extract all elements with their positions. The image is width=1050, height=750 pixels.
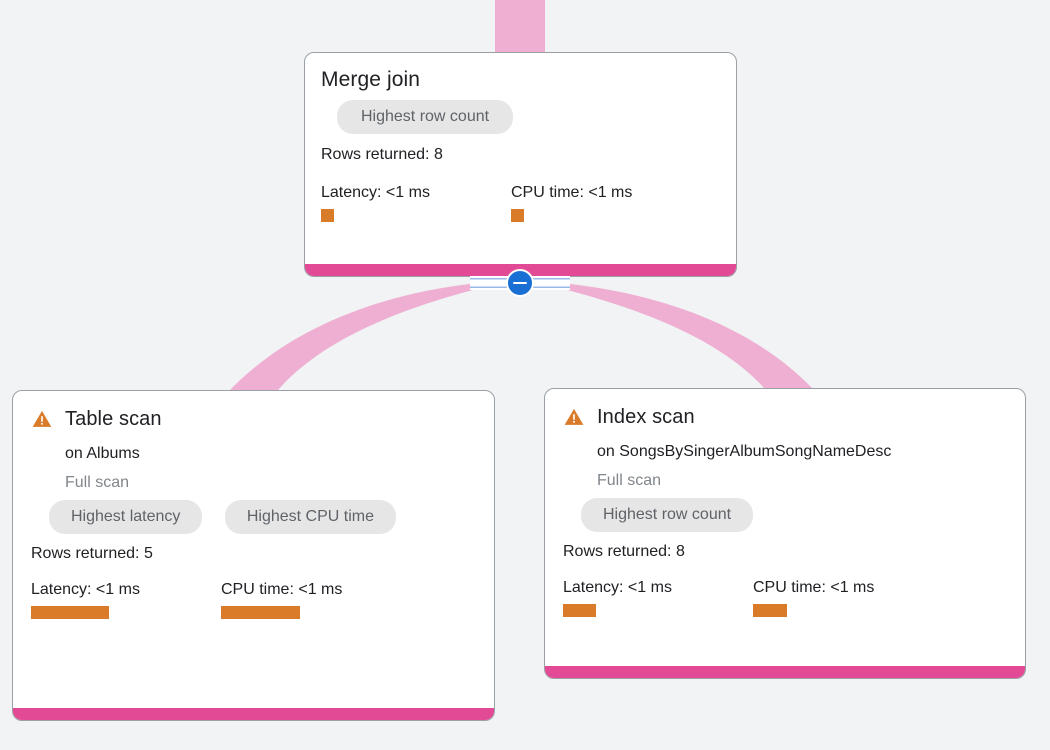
latency-bar — [321, 209, 334, 222]
cpu-label: CPU time: <1 ms — [511, 184, 633, 201]
cpu-bar — [221, 606, 300, 619]
node-title: Table scan — [65, 408, 162, 430]
badge-highest-cpu-time: Highest CPU time — [224, 500, 396, 534]
cpu-metric: CPU time: <1 ms — [511, 182, 632, 222]
latency-metric: Latency: <1 ms — [563, 577, 753, 617]
cpu-metric: CPU time: <1 ms — [753, 577, 874, 617]
connector-rail-left — [470, 276, 512, 290]
latency-label: Latency: <1 ms — [321, 184, 430, 201]
node-title: Index scan — [597, 406, 695, 428]
latency-label: Latency: <1 ms — [31, 581, 140, 598]
edge-parent-to-merge — [495, 0, 545, 52]
edge-merge-to-index-scan — [543, 284, 812, 388]
node-accent-bar — [13, 708, 494, 720]
rows-returned: Rows returned: 8 — [563, 543, 685, 560]
cpu-label: CPU time: <1 ms — [221, 581, 343, 598]
connector-rail-right — [528, 276, 570, 290]
node-header: Table scan on Albums Full scan — [31, 408, 494, 493]
plan-node-index-scan[interactable]: Index scan on SongsBySingerAlbumSongName… — [544, 388, 1026, 679]
node-header: Merge join — [321, 69, 736, 91]
metrics-row: Latency: <1 ms CPU time: <1 ms — [563, 577, 1025, 617]
latency-label: Latency: <1 ms — [563, 579, 672, 596]
node-scan-type: Full scan — [597, 472, 662, 489]
plan-node-table-scan[interactable]: Table scan on Albums Full scan Highest l… — [12, 390, 495, 721]
badge-highest-row-count: Highest row count — [337, 100, 514, 134]
latency-metric: Latency: <1 ms — [31, 579, 221, 619]
rows-returned: Rows returned: 8 — [321, 146, 443, 163]
cpu-label: CPU time: <1 ms — [753, 579, 875, 596]
plan-node-merge-join[interactable]: Merge join Highest row count Rows return… — [304, 52, 737, 277]
minus-icon — [513, 281, 527, 285]
metrics-row: Latency: <1 ms CPU time: <1 ms — [321, 182, 736, 222]
node-accent-bar — [545, 666, 1025, 678]
node-subtitle: on Albums — [65, 445, 140, 462]
badge-highest-row-count: Highest row count — [581, 498, 754, 532]
node-subtitle: on SongsBySingerAlbumSongNameDesc — [597, 443, 892, 460]
rows-returned: Rows returned: 5 — [31, 545, 153, 562]
cpu-metric: CPU time: <1 ms — [221, 579, 342, 619]
cpu-bar — [753, 604, 787, 617]
warning-icon — [563, 406, 585, 433]
node-scan-type: Full scan — [65, 474, 130, 491]
toggle-circle — [506, 269, 534, 297]
warning-icon — [31, 408, 53, 435]
latency-bar — [31, 606, 109, 619]
badge-highest-latency: Highest latency — [49, 500, 203, 534]
latency-bar — [563, 604, 596, 617]
cpu-bar — [511, 209, 524, 222]
collapse-expand-toggle[interactable] — [506, 269, 534, 297]
metrics-row: Latency: <1 ms CPU time: <1 ms — [31, 579, 494, 619]
node-title: Merge join — [321, 68, 421, 91]
edge-merge-to-table-scan — [230, 284, 497, 390]
latency-metric: Latency: <1 ms — [321, 182, 511, 222]
node-header: Index scan on SongsBySingerAlbumSongName… — [563, 406, 1025, 491]
